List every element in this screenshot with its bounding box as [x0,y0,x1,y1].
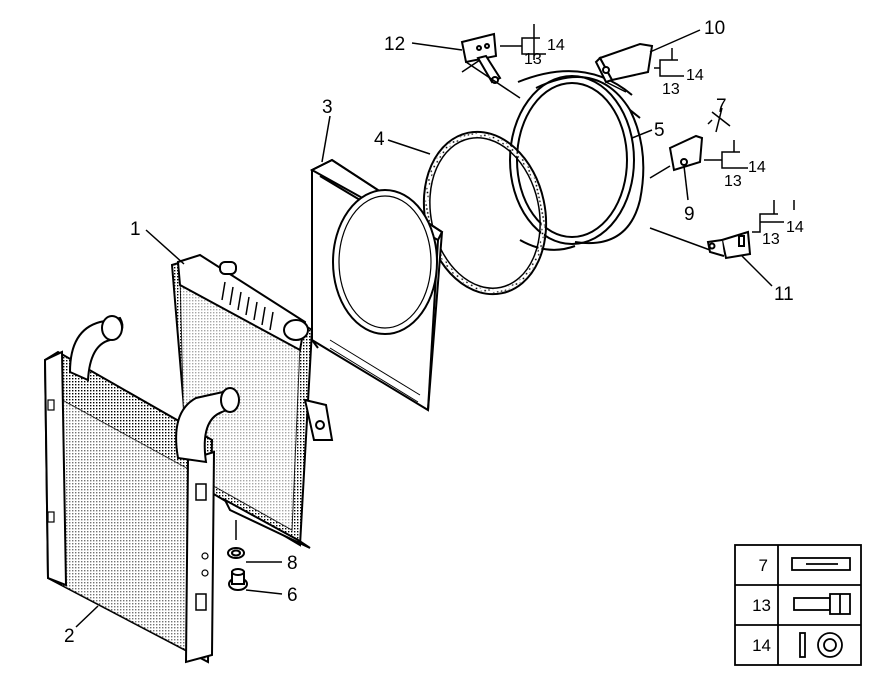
callout-8: 8 [287,553,298,574]
fastener-legend: 7 13 14 [734,544,862,666]
washer-callout: 14 [748,159,766,176]
washer-icon [799,632,843,658]
callout-5: 5 [654,120,665,141]
legend-row: 14 [752,632,843,658]
leader-lines [75,29,773,628]
bracket-10 [594,42,654,84]
callout-1: 1 [130,219,141,240]
callout-3: 3 [322,97,333,118]
callout-9: 9 [684,204,695,225]
callout-4: 4 [374,129,385,150]
callout-10: 10 [704,18,725,39]
bracket-9 [668,134,704,172]
fastener-callout-9: 13 14 [704,140,766,190]
washer-callout: 14 [686,67,704,84]
legend-row: 7 [759,556,851,575]
bracket-12 [460,32,502,84]
washer-callout: 14 [547,37,565,54]
fan-shroud-ring [509,70,645,251]
legend-row: 13 [752,593,851,615]
callout-2: 2 [64,626,75,647]
callout-11: 11 [774,284,794,305]
bracket-11 [706,230,752,260]
legend-number: 14 [752,636,771,655]
legend-number: 7 [759,556,768,575]
legend-number: 13 [752,596,771,615]
drain-plug [228,568,248,591]
fastener-callout-10: 13 14 [654,48,704,98]
bolt-icon [793,593,851,615]
nut-callout: 13 [724,173,742,190]
fan-shroud-plate [309,158,444,412]
fastener-callout-11: 13 14 [752,200,804,248]
nut-callout: 13 [524,51,542,68]
fastener-callout-12: 13 14 [500,24,565,68]
part-callouts: 1 2 3 4 5 6 7 8 9 10 11 12 [64,18,794,647]
clip-icon [791,557,851,571]
gasket [227,547,245,559]
callout-12: 12 [384,34,405,55]
nut-callout: 13 [662,81,680,98]
intercooler [43,315,240,664]
callout-6: 6 [287,585,298,606]
washer-callout: 14 [786,219,804,236]
nut-callout: 13 [762,231,780,248]
callout-7: 7 [716,96,727,117]
